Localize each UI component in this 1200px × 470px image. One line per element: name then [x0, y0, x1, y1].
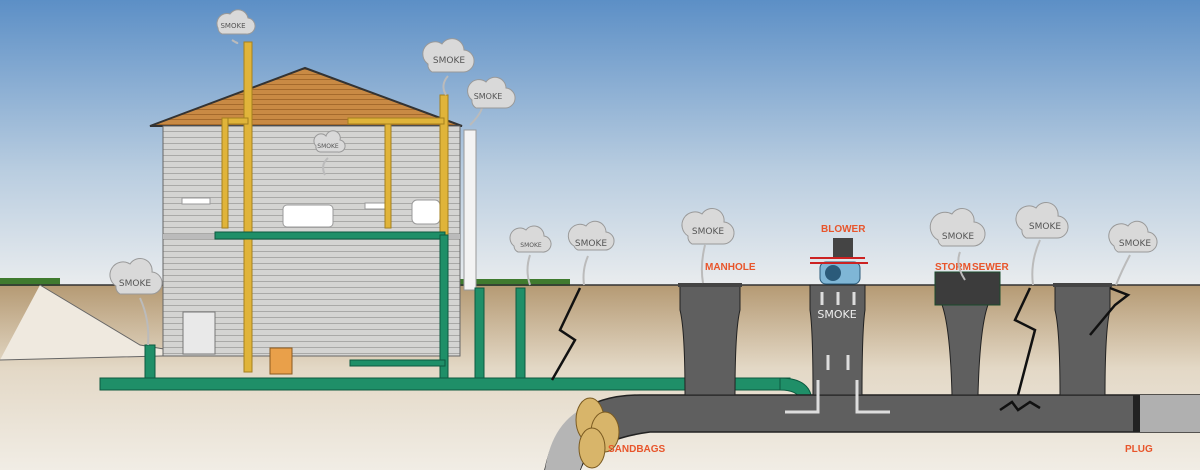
vent-branch: [347, 117, 445, 125]
sandbags-label: SANDBAGS: [608, 444, 666, 455]
pipe-cracks: [550, 286, 1131, 412]
svg-text:SMOKE: SMOKE: [433, 56, 465, 66]
toilet: [411, 199, 441, 225]
smoke-cloud: SMOKE: [216, 9, 256, 45]
plug-label: PLUG: [1125, 444, 1153, 455]
bathtub: [282, 204, 334, 228]
smoke-cloud: SMOKE: [1108, 220, 1158, 286]
cleanout-shaft: [1054, 284, 1111, 396]
smoke-cloud: SMOKE: [1015, 202, 1069, 286]
bathroom-sink: [364, 202, 386, 210]
plug-section: [1140, 395, 1200, 432]
svg-text:SMOKE: SMOKE: [942, 232, 974, 242]
manhole-shaft: [679, 284, 741, 396]
smoke-cloud: SMOKE: [509, 225, 552, 286]
sandbags: [575, 397, 620, 469]
svg-text:SMOKE: SMOKE: [317, 143, 339, 150]
storm-sewer-shaft: [939, 299, 991, 396]
shaft-smoke-label: SMOKE: [817, 308, 856, 321]
svg-text:SMOKE: SMOKE: [474, 92, 503, 101]
grass-left: [0, 278, 60, 286]
downspout-drain: [474, 287, 485, 384]
smoke-cloud: SMOKE: [422, 38, 475, 96]
smoke-cloud: SMOKE: [929, 208, 986, 281]
basement-drain: [349, 359, 446, 367]
smoke-cloud: SMOKE: [109, 258, 163, 346]
cleanout-cover: [1053, 283, 1112, 287]
vent-stack-1: [243, 41, 253, 373]
vent-stack-2: [439, 94, 449, 241]
manhole-cover: [678, 283, 742, 287]
svg-text:SMOKE: SMOKE: [1119, 239, 1151, 249]
smoke-cloud: SMOKE: [467, 76, 516, 126]
blower-shaft: [809, 284, 866, 396]
sink: [181, 197, 211, 205]
smoke-cloud: SMOKE: [313, 130, 346, 176]
svg-text:SMOKE: SMOKE: [575, 239, 607, 249]
svg-text:SMOKE: SMOKE: [119, 279, 151, 289]
blower-label: BLOWER: [821, 224, 866, 235]
storm-sewer-grate: [934, 271, 1001, 306]
svg-text:SMOKE: SMOKE: [520, 242, 542, 249]
vent-pipe-2: [221, 117, 229, 229]
svg-text:SMOKE: SMOKE: [692, 227, 724, 237]
downspout: [463, 129, 477, 291]
smoke-cloud: SMOKE: [681, 208, 735, 284]
yard-drain: [515, 287, 526, 384]
grass-mid: [460, 279, 570, 286]
vent-pipe: [384, 117, 392, 229]
svg-text:SMOKE: SMOKE: [1029, 222, 1061, 232]
washer: [182, 311, 216, 355]
sewer-label: SEWER: [972, 262, 1009, 273]
smoke-cloud: SMOKE: [567, 220, 615, 286]
storm-label: STORM: [935, 262, 971, 273]
plug: [1133, 395, 1140, 432]
smoke-flow-arrows: [785, 292, 890, 414]
manhole-label: MANHOLE: [705, 262, 756, 273]
svg-text:SMOKE: SMOKE: [220, 22, 245, 30]
water-heater: [269, 347, 293, 375]
house: [149, 66, 477, 375]
blower: [810, 238, 868, 285]
upper-drain: [214, 231, 446, 240]
